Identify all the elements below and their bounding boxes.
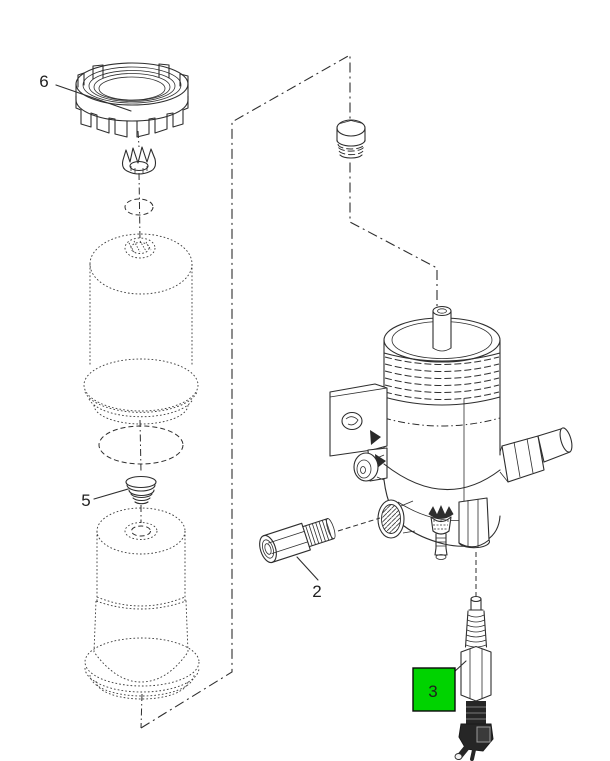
outlet-fitting [499,427,573,483]
phantom-boundary-line [140,54,438,729]
fitting [259,518,336,564]
lock-washer [121,146,157,175]
highlight-box[interactable] [412,667,456,712]
centerline [137,130,143,729]
spring [125,475,157,505]
o-ring-small [124,198,154,216]
fitting-alignment-line [337,517,381,532]
filter-housing [329,305,573,560]
plug [336,119,366,159]
filter-cap [75,62,189,138]
callout-2[interactable]: 2 [296,556,322,601]
callout-6[interactable]: 6 [39,72,132,112]
filter-element-upper [83,233,199,425]
callout-2-label[interactable]: 2 [312,582,321,601]
drain-valve [428,505,454,560]
filter-element-lower [84,507,200,700]
sensor [454,595,494,761]
callout-5-label[interactable]: 5 [81,491,90,510]
gasket [98,425,184,465]
callout-2-leader [296,556,319,581]
callout-6-leader [55,84,132,112]
callout-5[interactable]: 5 [81,488,129,510]
callout-3-label[interactable]: 3 [428,682,437,701]
callout-6-label[interactable]: 6 [39,72,48,91]
callout-3[interactable]: 3 [412,660,467,712]
mounting-bracket [329,383,388,457]
callout-5-leader [93,488,129,500]
